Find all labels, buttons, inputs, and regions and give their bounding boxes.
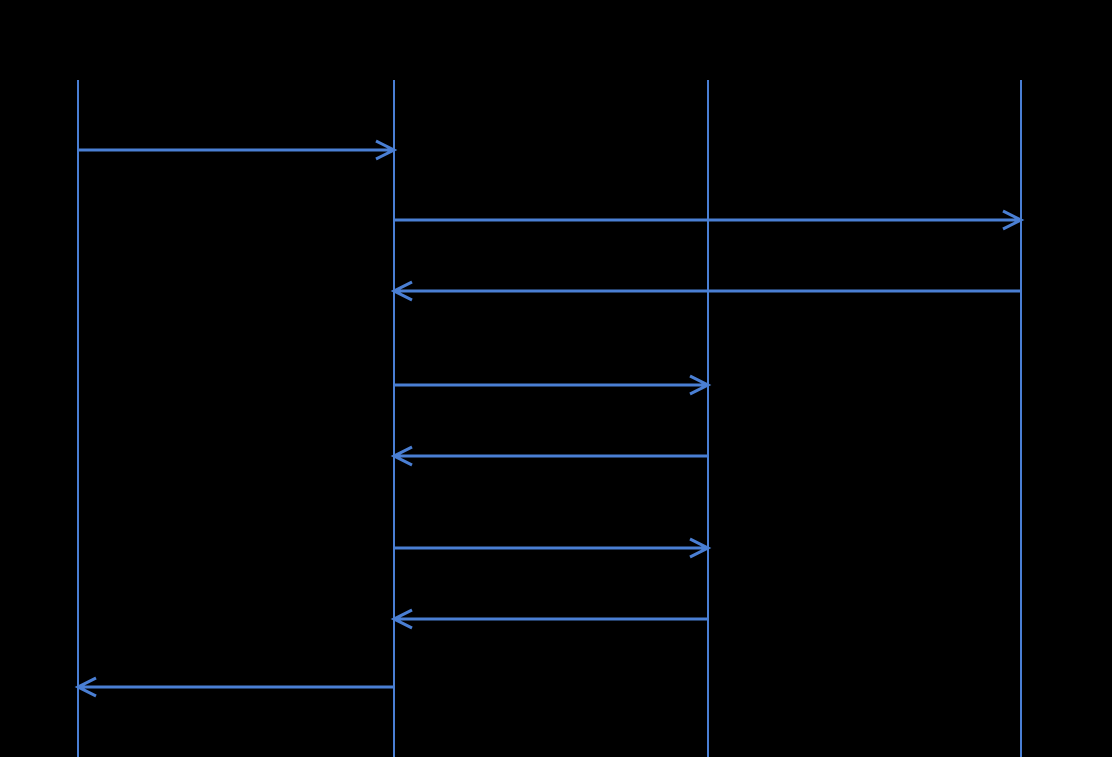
message-6 [394, 537, 712, 559]
arrow-head-icon-8 [74, 676, 97, 698]
message-2 [394, 209, 1025, 231]
message-5 [390, 445, 708, 467]
message-7 [390, 608, 708, 630]
arrow-head-icon-7 [390, 608, 413, 630]
arrow-head-icon-5 [390, 445, 413, 467]
lifelines-group [77, 80, 1022, 757]
message-1 [78, 139, 398, 161]
arrow-head-icon-1 [375, 139, 398, 161]
arrow-head-icon-6 [689, 537, 712, 559]
message-4 [394, 374, 712, 396]
arrow-head-icon-3 [390, 280, 413, 302]
message-3 [390, 280, 1021, 302]
message-8 [74, 676, 394, 698]
arrow-head-icon-2 [1002, 209, 1025, 231]
arrow-head-icon-4 [689, 374, 712, 396]
messages-group [74, 139, 1025, 698]
